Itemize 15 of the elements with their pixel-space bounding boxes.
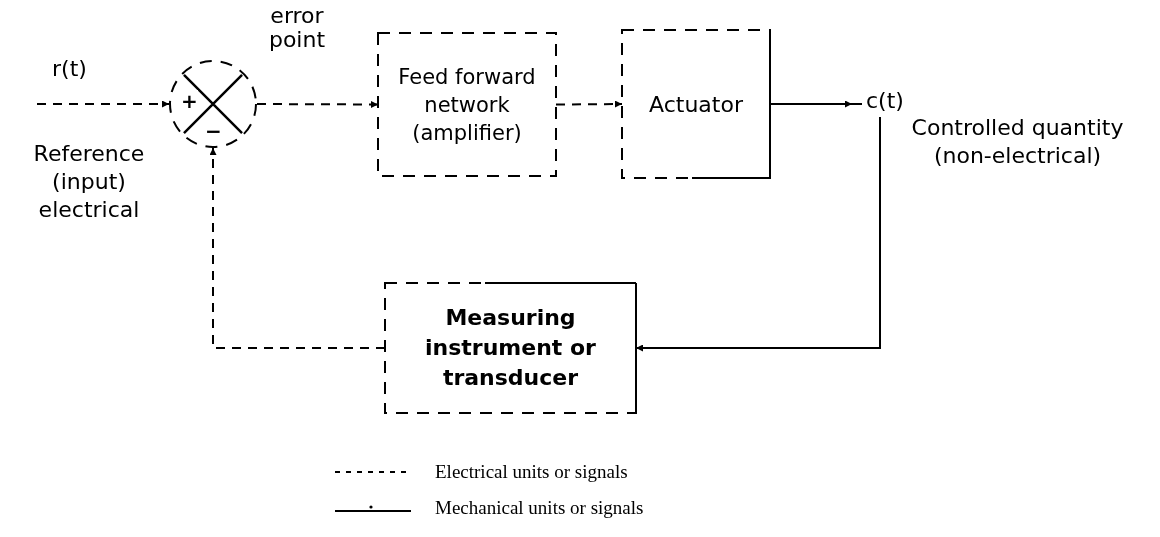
signal-description: Reference (input) electrical (32, 140, 146, 224)
box-label: Actuator (649, 90, 743, 119)
process-box (378, 33, 556, 176)
box-label: Feed forward network (amplifier) (397, 63, 537, 147)
summing-junction (169, 60, 257, 148)
signal-description: Controlled quantity (non-electrical) (910, 114, 1125, 170)
arrow (256, 100, 379, 108)
junction-caption: error point (267, 4, 327, 52)
arrow (36, 100, 170, 108)
legend-text: Electrical units or signals (435, 460, 628, 484)
process-box (622, 30, 770, 178)
arrow (209, 147, 386, 349)
box-label: Measuring instrument or transducer (424, 304, 597, 392)
legend-text: Mechanical units or signals (435, 496, 644, 520)
process-box (385, 283, 636, 413)
